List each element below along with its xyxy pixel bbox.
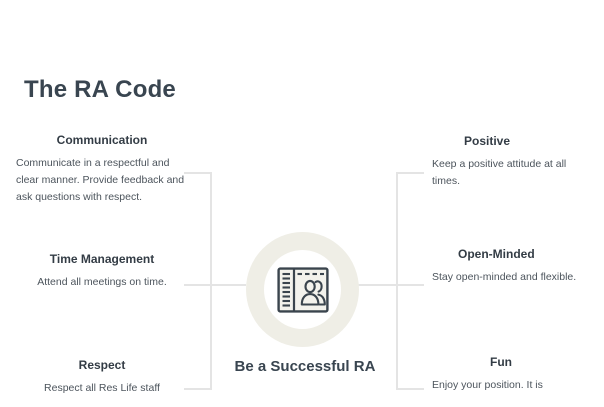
center-hub xyxy=(246,232,359,347)
right-connector-spine xyxy=(396,172,398,390)
branch-title-communication: Communication xyxy=(56,133,148,147)
right-connector-stub-top xyxy=(396,172,424,174)
branch-title-open-minded: Open-Minded xyxy=(458,247,535,261)
branch-title-time-management: Time Management xyxy=(49,252,155,266)
left-connector-stub-middle xyxy=(184,284,246,286)
left-connector-stub-top xyxy=(184,172,212,174)
branch-fun: Fun Enjoy your position. It is xyxy=(432,354,596,394)
branch-body-communication: Communicate in a respectful and clear ma… xyxy=(16,157,185,203)
branch-body-time-management: Attend all meetings on time. xyxy=(37,276,167,288)
id-card-people-icon xyxy=(276,266,329,313)
page-title: The RA Code xyxy=(24,76,176,103)
right-connector-stub-bottom xyxy=(396,388,424,390)
branch-title-fun: Fun xyxy=(490,355,512,369)
left-connector-spine xyxy=(210,172,212,390)
branch-positive: Positive Keep a positive attitude at all… xyxy=(432,133,596,190)
branch-title-positive: Positive xyxy=(464,134,511,148)
branch-body-fun: Enjoy your position. It is xyxy=(432,379,543,391)
hub-caption: Be a Successful RA xyxy=(234,358,376,375)
branch-communication: Communication Communicate in a respectfu… xyxy=(14,132,190,206)
left-connector-stub-bottom xyxy=(184,388,212,390)
right-connector-stub-middle xyxy=(358,284,424,286)
branch-open-minded: Open-Minded Stay open-minded and flexibl… xyxy=(432,246,596,286)
branch-body-positive: Keep a positive attitude at all times. xyxy=(432,158,567,187)
branch-time-management: Time Management Attend all meetings on t… xyxy=(14,251,190,291)
branch-body-open-minded: Stay open-minded and flexible. xyxy=(432,271,577,283)
branch-respect: Respect Respect all Res Life staff xyxy=(14,357,190,397)
branch-title-respect: Respect xyxy=(78,358,126,372)
branch-body-respect: Respect all Res Life staff xyxy=(44,382,160,394)
